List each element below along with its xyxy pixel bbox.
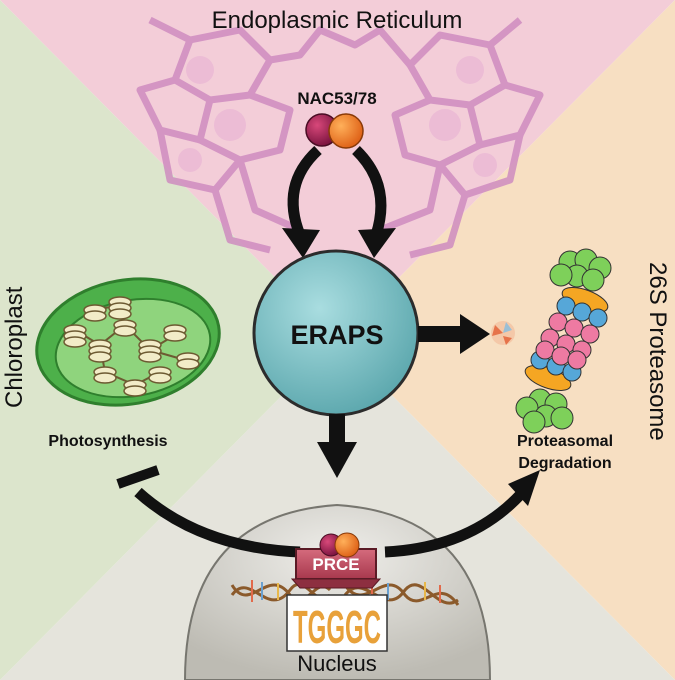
nac-label: NAC53/78 [297,89,376,108]
eraps-to-proteasome-shaft [418,326,462,342]
inhibition-bar [116,465,160,489]
nucleus-label: Nucleus [297,651,376,676]
chloroplast-label: Chloroplast [1,286,28,408]
prce-label: PRCE [312,555,359,574]
degraded-fragment-icon [491,321,515,345]
motif-box [286,594,388,652]
nac-bound-orange [334,532,360,558]
nac-protein-orange [328,113,364,149]
eraps-to-nucleus-shaft [329,414,345,444]
degradation-label-line2: Degradation [518,455,611,472]
arrowhead-right [358,228,396,258]
inhibition-arc [134,487,301,558]
prce-base [290,578,382,589]
prce-box [295,548,377,580]
nac-to-eraps-arrows [287,145,387,238]
motif-logo: TGGGC [293,601,381,653]
thylakoid-stacks [63,296,200,397]
proteasome-region-label: 26S Proteasome [644,262,671,441]
eraps-to-proteasome-head [460,314,490,354]
proteasome-graphic [515,248,612,434]
degradation-label-line1: Proteasomal [517,433,613,450]
activation-arrowhead [508,470,540,506]
er-network-fill [178,56,497,177]
eraps-to-nucleus-head [317,442,357,478]
arrowhead-left [282,228,320,258]
photosynthesis-label: Photosynthesis [48,433,167,450]
chloroplast-graphic [35,277,221,407]
eraps-label: ERAPS [290,320,383,350]
er-title: Endoplasmic Reticulum [212,7,463,34]
er-network-graphic [136,16,544,259]
activation-arc [384,491,524,558]
